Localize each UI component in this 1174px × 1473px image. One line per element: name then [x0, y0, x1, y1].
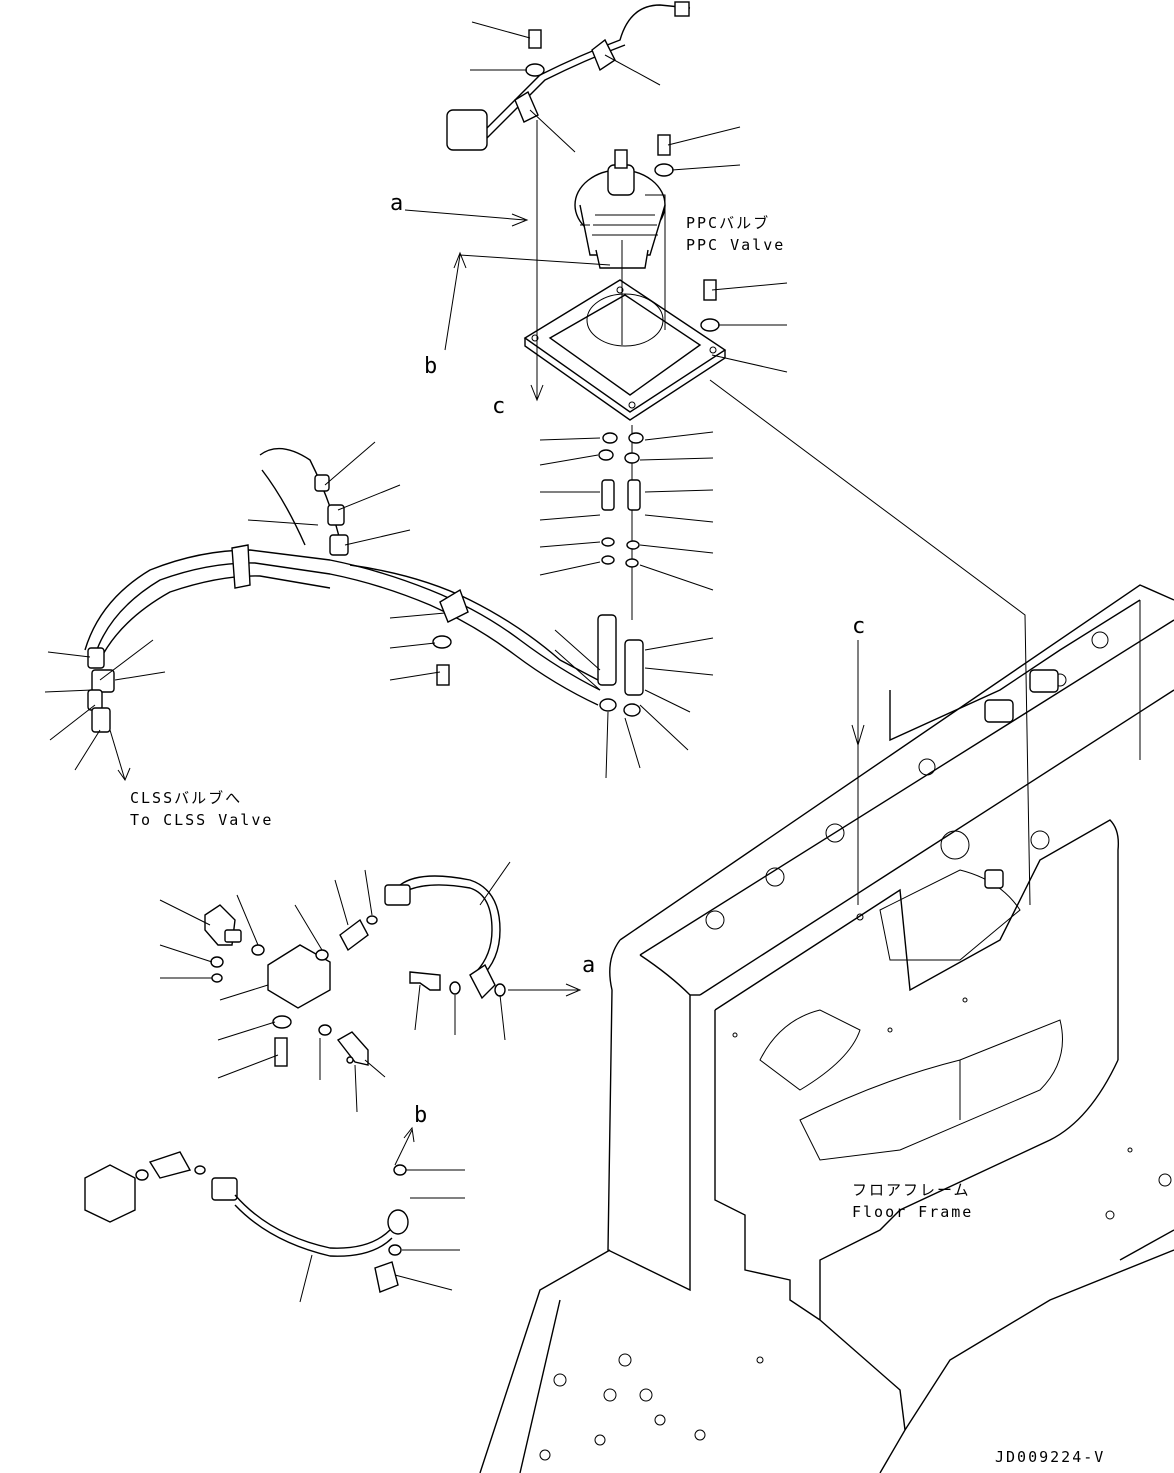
clss-valve-label-jp: CLSSバルブへ	[130, 789, 242, 807]
elbow-block-assembly	[159, 861, 582, 1113]
clss-valve-label-en: To CLSS Valve	[130, 811, 273, 829]
ppc-valve-label-jp: PPCバルブ	[686, 214, 770, 232]
bottom-hose-assembly	[84, 1126, 465, 1303]
fitting-stack	[539, 431, 714, 779]
label-c-top: c	[492, 394, 505, 419]
drawing-number: JD009224-V	[995, 1448, 1105, 1466]
hose-harness	[44, 441, 601, 782]
mounting-plate	[523, 279, 727, 421]
floor-frame	[479, 584, 1174, 1473]
label-b-bottom: b	[414, 1103, 427, 1128]
top-harness	[446, 1, 720, 332]
floor-frame-label-jp: フロアフレーム	[852, 1181, 971, 1199]
label-a-top: a	[390, 191, 403, 216]
ppc-valve-label-en: PPC Valve	[686, 236, 785, 254]
callout-arrows	[453, 213, 865, 747]
label-c-right: c	[852, 614, 865, 639]
floor-frame-label-en: Floor Frame	[852, 1203, 973, 1221]
ppc-valve	[574, 149, 666, 269]
label-b-top: b	[424, 354, 437, 379]
leader-lines	[404, 21, 1031, 906]
label-a-mid: a	[582, 953, 595, 978]
